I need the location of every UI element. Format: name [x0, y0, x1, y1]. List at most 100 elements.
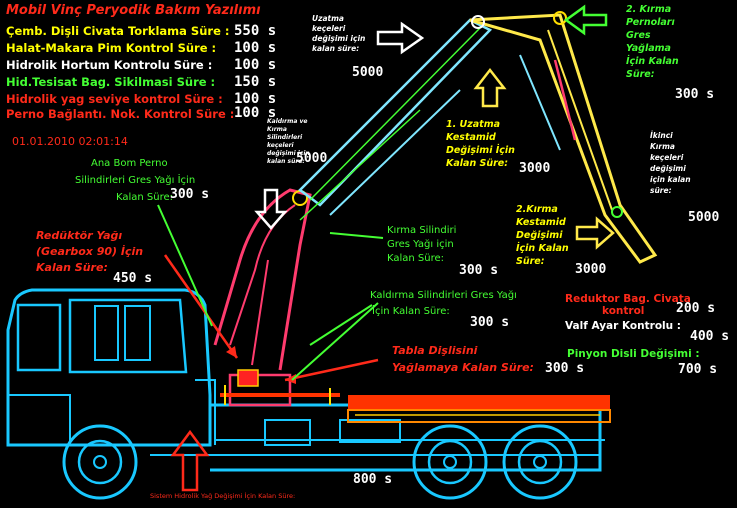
maint-value-5: 100 s [234, 91, 277, 107]
timestamp: 01.01.2010 02:01:14 [12, 135, 128, 148]
callout-line: Tabla Dişlisini [392, 344, 478, 357]
callout-line: Ana Bom Perno [91, 158, 168, 169]
callout-tabla-disli-value: 300 s [545, 361, 585, 376]
callout-line: kalan süre: [267, 158, 305, 165]
maint-value-1: 550 s [234, 23, 277, 39]
callout-line: Kestamid [446, 132, 496, 143]
truck-cab [6, 288, 216, 447]
callout-line: Kırma Silindiri [387, 225, 457, 236]
maint-label-3: Hidrolik Hortum Kontrolu Süre : [6, 58, 213, 72]
maint-value-4: 150 s [234, 74, 277, 90]
callout-uzatma-kece-value: 5000 [352, 65, 384, 80]
callout-line: İçin Kalan [626, 56, 679, 67]
callout-line: değişimi [650, 164, 686, 173]
maint-value-2: 100 s [234, 40, 277, 56]
callout-kirma-kestamid-label: 2.Kırma Kestamid Değişimi İçin Kalan Sür… [516, 203, 569, 268]
callout-kirma-kestamid-value: 3000 [575, 262, 607, 277]
callout-kaldirma-kece-label: Kaldırma ve Kırma Silindirleri keçeleri … [267, 118, 310, 166]
callout-line: için kalan [650, 175, 691, 184]
maint-label-4: Hid.Tesisat Bag. Sikilmasi Süre : [6, 75, 216, 89]
callout-line: İkinci [650, 131, 673, 140]
truck-wheels [62, 424, 578, 500]
maint-label-2: Halat-Makara Pim Kontrol Süre : [6, 41, 217, 55]
callout-line: Kırma [267, 126, 287, 133]
maint-value-3: 100 s [234, 57, 277, 73]
jib-boom [469, 11, 658, 264]
callout-line: Redüktör Yağı [36, 229, 123, 242]
callout-reduktor-yagi-label: Redüktör Yağı (Gearbox 90) İçin Kalan Sü… [36, 228, 143, 276]
callout-line: kalan süre: [312, 44, 360, 53]
pointer-arrows [157, 4, 615, 492]
callout-line: Kalan Süre: [36, 261, 108, 274]
callout-hidrolik-yag-value: 800 s [353, 472, 393, 487]
callout-kirma-perno-value: 300 s [675, 87, 715, 102]
callout-valf-ayar-label: Valf Ayar Kontrolu : [565, 320, 681, 332]
callout-line: Süre: [516, 256, 545, 267]
callout-line: Silindirleri Gres Yağı İçin [75, 175, 196, 186]
callout-kirma-silindir-value: 300 s [459, 263, 499, 278]
callout-uzatma-kestamid-label: 1. Uzatma Kestamid Değişimi İçin Kalan S… [446, 118, 515, 170]
callout-line: Gres [626, 30, 651, 41]
maint-label-6: Perno Bağlantı. Nok. Kontrol Süre : [6, 107, 235, 121]
callout-line: keçeleri [650, 153, 684, 162]
maint-value-6: 100 s [234, 105, 277, 121]
callout-pinyon-value: 700 s [678, 362, 718, 377]
callout-line: Silindirleri [267, 134, 303, 141]
callout-line: Kestamid [516, 217, 566, 228]
callout-reduktor-yagi-value: 450 s [113, 271, 153, 286]
callout-line: Yağlamaya Kalan Süre: [392, 361, 534, 374]
callout-line: (Gearbox 90) İçin [36, 245, 144, 258]
callout-hidrolik-yag-label: Sistem Hidrolik Yağ Değişimi İçin Kalan … [150, 492, 296, 500]
maint-label-5: Hidrolik yag seviye kontrol Süre : [6, 92, 223, 106]
callout-kaldirma-silindir-label: Kaldırma Silindirleri Gres Yağı İçin Kal… [370, 288, 517, 320]
callout-ana-bom-value: 300 s [170, 187, 210, 202]
callout-line: süre: [650, 186, 672, 195]
callout-line: 2.Kırma [516, 204, 558, 215]
callout-ana-bom-label: Ana Bom Perno Silindirleri Gres Yağı İçi… [75, 155, 195, 206]
callout-tabla-disli-label: Tabla Dişlisini Yağlamaya Kalan Süre: [392, 342, 534, 376]
callout-kirma-perno-label: 2. Kırma Pernoları Gres Yağlama İçin Kal… [626, 3, 679, 81]
callout-ikinci-kirma-label: İkinci Kırma keçeleri değişimi için kala… [650, 130, 691, 196]
callout-pinyon-label: Pinyon Disli Değişimi : [567, 348, 700, 360]
callout-reduktor-civata-label: Reduktor Bag. Civata kontrol [565, 293, 691, 317]
callout-line: Pernoları [626, 17, 675, 28]
callout-line: Gres Yağı için [387, 239, 454, 250]
callout-uzatma-kece-label: Uzatma keçeleri değişimi için kalan süre… [312, 14, 365, 54]
callout-line: Kalan Süre: [387, 253, 445, 264]
crane-base [220, 369, 340, 407]
callout-line: Değişimi [516, 230, 563, 241]
upper-boom [298, 18, 493, 221]
callout-line: Yağlama [626, 43, 671, 54]
callout-line: Kırma [650, 142, 675, 151]
callout-line: keçeleri [312, 24, 346, 33]
arrow-left-green-icon [563, 4, 608, 36]
callout-kaldirma-silindir-value: 300 s [470, 315, 510, 330]
callout-line: keçeleri [267, 142, 294, 149]
platform-bed [347, 395, 611, 423]
arrow-up-red-icon [170, 429, 210, 492]
callout-line: 1. Uzatma [446, 119, 501, 130]
arrow-right-yellow-icon [575, 216, 615, 250]
arrow-down-outline-icon [254, 188, 288, 230]
callout-line: 2. Kırma [626, 4, 672, 15]
maint-label-1: Çemb. Dişli Civata Torklama Süre : [6, 24, 230, 38]
callout-kaldirma-kece-value: 5000 [296, 151, 328, 166]
callout-valf-ayar-value: 400 s [690, 329, 730, 344]
arrow-up-yellow-icon [473, 67, 507, 108]
page-title: Mobil Vinç Peryodik Bakım Yazılımı [6, 3, 261, 18]
callout-line: değişimi için [267, 150, 310, 157]
callout-kirma-silindir-label: Kırma Silindiri Gres Yağı için Kalan Sür… [387, 224, 456, 266]
callout-ikinci-kirma-value: 5000 [688, 210, 720, 225]
callout-line: Süre: [626, 69, 655, 80]
callout-line: Kaldırma ve [267, 118, 308, 125]
callout-line: İçin Kalan Süre: [372, 306, 450, 317]
callout-uzatma-kestamid-value: 3000 [519, 161, 551, 176]
callout-line: Reduktor Bag. Civata [565, 293, 691, 305]
callout-line: Değişimi İçin [446, 145, 515, 156]
callout-line: kontrol [602, 305, 645, 317]
callout-line: Kaldırma Silindirleri Gres Yağı [370, 290, 517, 301]
callout-reduktor-civata-value: 200 s [676, 301, 716, 316]
callout-line: Kalan Süre: [116, 192, 174, 203]
